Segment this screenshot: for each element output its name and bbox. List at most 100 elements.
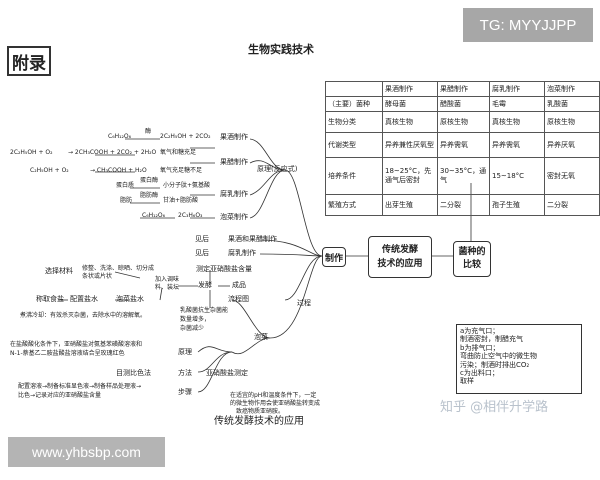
table-cell: 异养兼性厌氧型 — [382, 132, 438, 158]
url-watermark: www.yhbsbp.com — [8, 437, 165, 467]
table-header-row: 果酒制作果醋制作腐乳制作泡菜制作 — [325, 81, 600, 97]
table-cell: 密封无氧 — [544, 157, 600, 195]
vinegar-eq2: C₂H₅OH + O₂ — [30, 167, 69, 174]
bottom-note3: 致癌物质亚硝胺。 — [236, 408, 285, 415]
vinegar-cond2: 氧气充足糖不足 — [160, 167, 203, 174]
steps-text1: 配置溶液→制备标准显色液→制备样品处理液→ — [18, 383, 142, 390]
fat-products: 甘油+脂肪酸 — [163, 197, 199, 204]
diagram-title: 生物实践技术 — [248, 43, 314, 56]
principle-label: 原理 — [178, 348, 192, 356]
table-cell: 毛霉 — [489, 96, 545, 112]
lactic-note2: 数量增多， — [180, 316, 211, 323]
table-row: 生物分类真核生物原核生物真核生物原核生物 — [325, 111, 600, 133]
table-cell: 孢子生殖 — [489, 194, 545, 216]
table-row-label: 生物分类 — [325, 111, 383, 133]
table-cell: 异养需氧 — [489, 132, 545, 158]
bottom-note2: 的微生物作用会使亚硝酸盐转变成 — [230, 400, 321, 407]
table-row: 代谢类型异养兼性厌氧型异养需氧异养需氧异养厌氧 — [325, 132, 600, 158]
table-cell: 醋酸菌 — [437, 96, 490, 112]
table-cell: 原核生物 — [437, 111, 490, 133]
vinegar-label: 果醋制作 — [220, 158, 248, 166]
table-row-label: 培养条件 — [325, 157, 383, 195]
measure-nitrite: 亚硝酸盐测定 — [206, 369, 248, 377]
nitrite-measure: 测定亚硝酸盐含量 — [196, 265, 252, 273]
notes-box: a为充气口； 制酒密封，制醋充气 b为排气口； 弯曲防止空气中的微生物 污染；制… — [456, 324, 582, 394]
lactic-note1: 乳酸菌抗生杂菌能 — [180, 307, 229, 314]
after-label: 见后 — [195, 235, 209, 243]
principle-text1: 在盐酸酸化条件下，亚硝酸盐对氨基苯磺酸溶液和 — [10, 341, 143, 348]
table-row: （主要）菌种酵母菌醋酸菌毛霉乳酸菌 — [325, 96, 600, 112]
main-topic-node: 传统发酵 技术的应用 — [368, 236, 432, 278]
brine-prep: 称取食盐 — [36, 295, 64, 303]
prep-steps: 修整、洗涤、晾晒、切分成条状或片状 — [82, 265, 155, 280]
lactic-products: 2C₃H₆O₃ — [178, 212, 203, 219]
note-line: c为出料口； — [460, 368, 499, 377]
sufu-label: 腐乳制作 — [220, 190, 248, 198]
table-header-cell: 果醋制作 — [437, 81, 490, 97]
reaction-label: 原理(反应式) — [257, 165, 298, 173]
product-label: 成品 — [232, 281, 246, 289]
process-label: 过程 — [297, 299, 311, 307]
wine-eq-products: 2C₂H₅OH + 2CO₂ — [160, 133, 211, 140]
after-label-2: 见后 — [195, 249, 209, 257]
table-cell: 真核生物 — [489, 111, 545, 133]
protease-label: 蛋白酶 — [140, 177, 159, 184]
table-cell: 二分裂 — [437, 194, 490, 216]
tg-watermark: TG: MYYJJPP — [463, 8, 593, 42]
table-cell: 乳酸菌 — [544, 96, 600, 112]
table-cell: 酵母菌 — [382, 96, 438, 112]
select-material: 选择材料 — [45, 267, 73, 275]
compare-line2: 比较 — [462, 260, 481, 270]
lactic-note3: 杂菌减少 — [180, 325, 205, 332]
note-line: 制酒密封，制醋充气 — [460, 335, 523, 344]
table-cell: 真核生物 — [382, 111, 438, 133]
boil-note: 煮沸冷却：有效杀灭杂菌，去除水中的溶解氧。 — [20, 312, 147, 319]
main-topic-line1: 传统发酵 — [381, 244, 418, 255]
enzyme-label: 酶 — [145, 128, 152, 135]
compare-node: 菌种的 比较 — [453, 241, 491, 277]
lactic-reactant: C₆H₁₂O₆ — [142, 212, 166, 219]
add-seasoning: 加入调味料、装坛 — [155, 276, 180, 291]
compare-line1: 菌种的 — [458, 247, 486, 258]
table-cell: 原核生物 — [544, 111, 600, 133]
vinegar-cond1: 氧气和糖充足 — [160, 149, 197, 156]
table-header-cell: 果酒制作 — [382, 81, 438, 97]
wine-label: 果酒制作 — [220, 133, 248, 141]
note-line: a为充气口； — [460, 327, 500, 335]
principle-text2: N-1-萘基乙二胺盐酸盐溶液结合呈玫瑰红色 — [10, 350, 125, 357]
protein-label: 蛋白质 — [116, 182, 135, 189]
table-cell: 18~25°C，先通气后密封 — [382, 157, 438, 195]
table-cell: 异养厌氧 — [544, 132, 600, 158]
table-header-cell: 腐乳制作 — [489, 81, 545, 97]
wine-eq-reactant: C₆H₁₂O₆ — [108, 133, 132, 140]
note-line: b为排气口； — [460, 343, 500, 352]
sufu-proc: 腐乳制作 — [228, 249, 256, 257]
table-header-cell: 泡菜制作 — [544, 81, 600, 97]
table-cell: 二分裂 — [544, 194, 600, 216]
steps-text2: 比色→记录对应的亚硝酸盐含量 — [18, 392, 102, 399]
steps-label: 步骤 — [178, 388, 192, 396]
method-label: 方法 — [178, 369, 192, 377]
comparison-table: 果酒制作果醋制作腐乳制作泡菜制作（主要）菌种酵母菌醋酸菌毛霉乳酸菌生物分类真核生… — [325, 81, 600, 216]
table-cell: 出芽生殖 — [382, 194, 438, 216]
pickle-label: 泡菜制作 — [220, 213, 248, 221]
note-line: 污染；制酒时排出CO₂ — [460, 360, 530, 369]
ferment-label: 发酵 — [198, 281, 212, 289]
make-node: 制作 — [322, 247, 346, 267]
table-cell: 异养需氧 — [437, 132, 490, 158]
process-diagram: 流程图 — [228, 295, 249, 303]
protein-products: 小分子肽+氨基酸 — [163, 182, 211, 189]
main-topic-line2: 技术的应用 — [377, 259, 423, 269]
pickle-proc: 泡菜 — [254, 333, 268, 341]
bottom-note1: 在适宜的pH和温度条件下，一定 — [230, 392, 317, 399]
purpose-label: 目测比色法 — [116, 369, 151, 377]
table-row: 繁殖方式出芽生殖二分裂孢子生殖二分裂 — [325, 194, 600, 216]
brine-mix: 配置盐水 — [70, 295, 98, 303]
table-cell: 15~18°C — [489, 157, 545, 195]
vinegar-eq1b: → 2CH₃COOH + 2CO₂ + 2H₂O — [68, 149, 157, 156]
note-line: 取样 — [460, 377, 474, 386]
brine-result: 泡菜盐水 — [116, 295, 144, 303]
table-row-label: （主要）菌种 — [325, 96, 383, 112]
